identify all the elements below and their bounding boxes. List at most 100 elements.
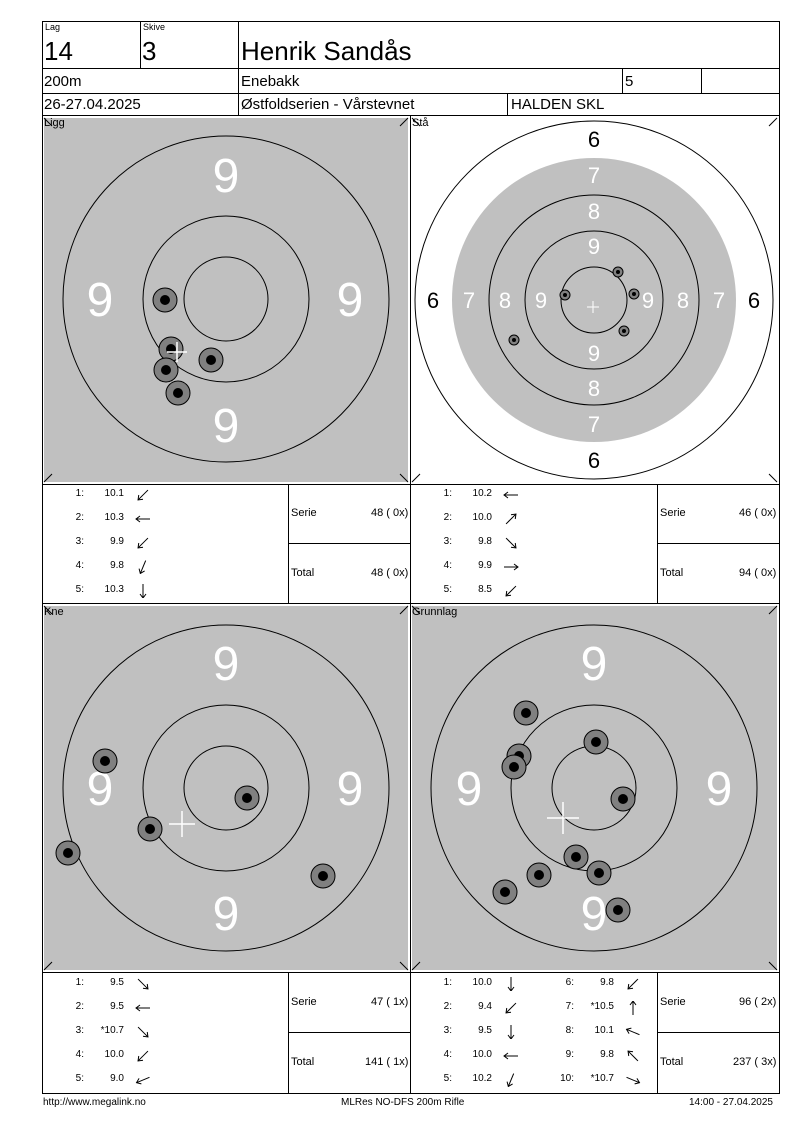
shot-number: 10: — [560, 1073, 574, 1084]
ligg-summary-mid — [288, 543, 410, 544]
shot-number: 7: — [565, 1001, 574, 1012]
shot-value: 9.8 — [478, 536, 492, 547]
shot-row: 3:9.9 — [44, 536, 164, 552]
direction-arrow-icon — [507, 1025, 515, 1039]
ligg-serie-value: 48 ( 0x) — [371, 507, 409, 519]
ring-label-right: 9 — [337, 763, 364, 816]
shot-hole — [198, 347, 224, 373]
shot-value: 9.9 — [110, 536, 124, 547]
ring-label-bottom: 9 — [581, 888, 608, 941]
center-divider — [410, 115, 411, 1093]
shot-hole — [310, 863, 336, 889]
shot-row: 6:9.8 — [534, 977, 654, 993]
corner-mark — [411, 961, 421, 971]
frame-left-line — [42, 21, 43, 1094]
mean-point-marker — [169, 811, 195, 837]
shot-value: 9.0 — [110, 1073, 124, 1084]
ring-middle — [142, 215, 310, 383]
shot-hole — [583, 729, 609, 755]
shot-number: 2: — [75, 512, 84, 523]
shot-value: 9.5 — [110, 1001, 124, 1012]
header-vdiv-class2 — [701, 68, 702, 93]
target-ligg-black-area — [44, 118, 408, 482]
grunnlag-total-label: Total — [660, 1056, 684, 1068]
shot-hole — [618, 325, 630, 337]
corner-mark — [768, 473, 778, 483]
shot-number: 3: — [443, 536, 452, 547]
shot-number: 5: — [75, 1073, 84, 1084]
direction-arrow-icon — [137, 489, 149, 501]
distance: 200m — [44, 73, 82, 90]
direction-arrow-icon — [137, 978, 149, 990]
shot-value: 10.2 — [472, 488, 492, 499]
ring-label-top: 9 — [581, 638, 608, 691]
corner-mark — [399, 473, 409, 483]
shot-value: 10.0 — [472, 977, 492, 988]
grunnlag-serie-value: 96 ( 2x) — [739, 996, 777, 1008]
ring-middle — [142, 704, 310, 872]
lag-value: 14 — [44, 36, 73, 66]
shot-row: 4:9.9 — [412, 560, 532, 576]
shot-hole — [513, 700, 539, 726]
shot-row: 10:*10.7 — [534, 1073, 654, 1089]
shot-number: 3: — [75, 1025, 84, 1036]
corner-mark — [768, 117, 778, 127]
shot-number: 1: — [443, 977, 452, 988]
direction-arrow-icon — [137, 1050, 149, 1062]
frame-top-line — [42, 21, 780, 22]
shot-hole — [92, 748, 118, 774]
ring-7 — [488, 194, 700, 406]
shot-hole — [137, 816, 163, 842]
staa-serie-value: 46 ( 0x) — [739, 507, 777, 519]
shot-value: 9.8 — [600, 1049, 614, 1060]
header-vdiv-skive — [140, 21, 141, 68]
shot-value: 8.5 — [478, 584, 492, 595]
shot-number: 3: — [443, 1025, 452, 1036]
ring-label: 6 — [588, 448, 600, 473]
ring-outer — [62, 624, 390, 952]
shot-hole — [526, 862, 552, 888]
ligg-total-label: Total — [291, 567, 315, 579]
shot-hole — [501, 754, 527, 780]
shot-row: 8:10.1 — [534, 1025, 654, 1041]
header-divider-3 — [42, 115, 780, 116]
shot-number: 5: — [75, 584, 84, 595]
shot-row: 2:9.5 — [44, 1001, 164, 1017]
direction-arrow-icon — [135, 1004, 150, 1012]
ligg-serie-label: Serie — [291, 507, 317, 519]
target-kne: 9 9 9 9 — [43, 604, 410, 972]
direction-arrow-icon — [629, 1001, 637, 1015]
shot-value: 10.1 — [594, 1025, 614, 1036]
skive-label: Skive — [143, 22, 166, 32]
direction-arrow-icon — [505, 1002, 517, 1014]
direction-arrow-icon — [137, 537, 149, 549]
shot-hole — [605, 897, 631, 923]
shooter-name: Henrik Sandås — [241, 36, 412, 66]
footer-url[interactable]: http://www.megalink.no — [43, 1097, 146, 1108]
staa-total-label: Total — [660, 567, 684, 579]
shot-row: 5: 9.0 — [44, 1073, 164, 1089]
direction-arrow-icon — [626, 1076, 641, 1085]
footer-timestamp: 14:00 - 27.04.2025 — [689, 1097, 773, 1108]
header-vdiv-class — [622, 68, 623, 93]
target-staa: 6 7 8 9 9 8 7 6 6 7 8 9 9 8 7 6 — [411, 116, 779, 484]
shot-row: 1:9.5 — [44, 977, 164, 993]
event: Østfoldserien - Vårstevnet — [241, 96, 415, 113]
skive-value: 3 — [142, 36, 157, 66]
ring-label-left: 9 — [87, 274, 114, 327]
direction-arrow-icon — [627, 1050, 639, 1062]
ring-8 — [524, 230, 664, 370]
target-ligg: 9 9 9 9 — [43, 116, 410, 484]
shot-row: 2:10.3 — [44, 512, 164, 528]
shot-value: 9.8 — [110, 560, 124, 571]
shot-row: 5:10.3 — [44, 584, 164, 600]
ring-label: 9 — [588, 234, 600, 259]
ring-label-right: 9 — [337, 274, 364, 327]
shot-row: 2:9.4 — [412, 1001, 532, 1017]
class: 5 — [625, 73, 634, 90]
ligg-total-value: 48 ( 0x) — [371, 567, 409, 579]
target-grunnlag-black-area — [412, 606, 777, 970]
ring-label-top: 9 — [213, 150, 240, 203]
top-table-bottom — [42, 603, 780, 604]
corner-mark — [411, 605, 421, 615]
